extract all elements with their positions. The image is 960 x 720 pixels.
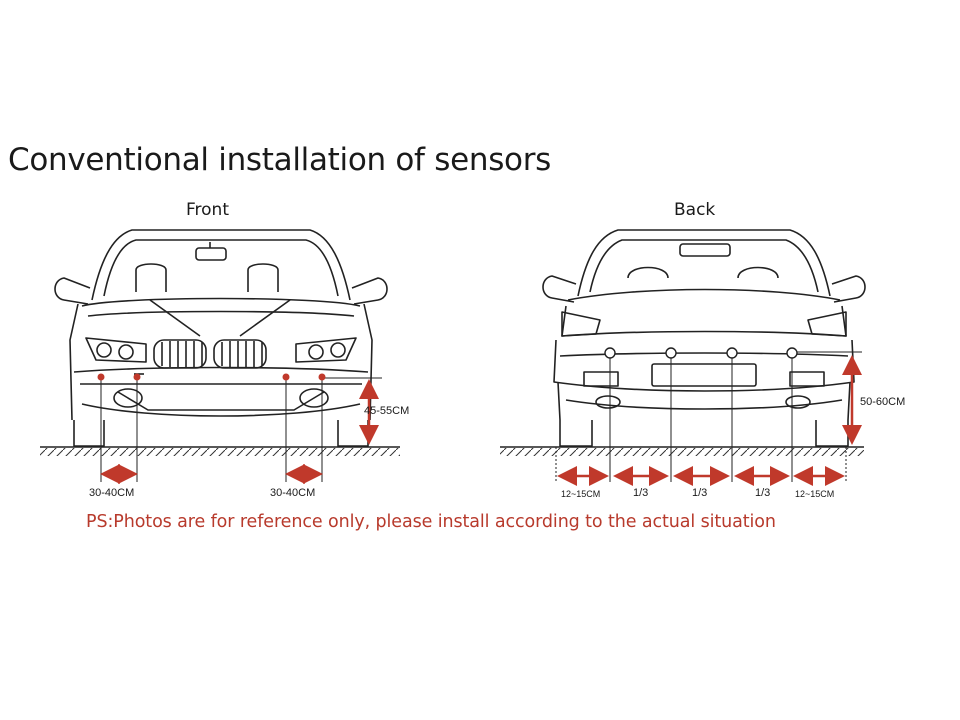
back-spacing-label-2: 1/3: [633, 487, 649, 499]
front-view-label: Front: [186, 200, 229, 220]
page-title: Conventional installation of sensors: [8, 142, 552, 178]
back-spacing-label-1: 12~15CM: [561, 489, 601, 499]
reference-note: PS:Photos are for reference only, please…: [86, 512, 776, 532]
front-left-spacing-label: 30-40CM: [89, 487, 135, 499]
back-ground: [500, 446, 864, 456]
back-sensor-2: [665, 347, 677, 359]
front-sensor-2: [133, 373, 141, 381]
back-edge-guides: [555, 447, 847, 482]
back-spacing-label-3: 1/3: [692, 487, 708, 499]
front-right-spacing-label: 30-40CM: [270, 487, 316, 499]
back-spacing-label-4: 1/3: [755, 487, 771, 499]
front-sensor-3: [282, 373, 290, 381]
back-height-label: 50-60CM: [860, 396, 906, 408]
front-sensor-1: [97, 373, 105, 381]
back-view-label: Back: [674, 200, 716, 220]
back-spacing-label-5: 12~15CM: [795, 489, 835, 499]
back-sensor-1: [604, 347, 616, 359]
back-car-drawing: [542, 229, 866, 447]
back-sensor-3: [726, 347, 738, 359]
back-sensor-4: [786, 347, 798, 359]
back-sensor-guides: [609, 351, 862, 482]
front-ground: [40, 446, 400, 456]
front-sensor-guides: [100, 377, 382, 482]
front-height-label: 45-55CM: [364, 405, 410, 417]
front-car-drawing: [54, 229, 388, 447]
front-sensor-4: [318, 373, 326, 381]
